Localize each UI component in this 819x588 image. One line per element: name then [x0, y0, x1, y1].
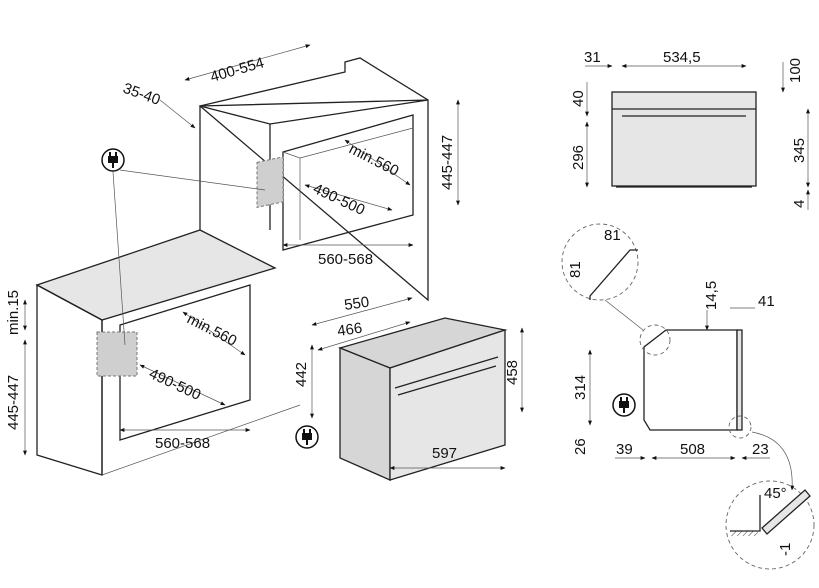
dim-chamfer-w: 81 — [604, 227, 621, 244]
dim-top-clearance: 100 — [787, 58, 804, 83]
dim-top-gap: 14,5 — [703, 281, 720, 310]
dim-oven-depth-body: 466 — [336, 320, 363, 340]
dim-lower-width: 560-568 — [155, 435, 210, 452]
power-plug-icon — [612, 393, 636, 417]
dim-tall-height: 445-447 — [439, 135, 456, 190]
dim-depth: 508 — [680, 441, 705, 458]
dim-tall-inner-height: 490-500 — [310, 180, 367, 219]
dim-side-height: 314 — [572, 375, 589, 400]
dim-door-height: 296 — [570, 145, 587, 170]
dim-oven-body-height: 442 — [293, 362, 310, 387]
dim-lower-min-depth: min.560 — [184, 310, 239, 349]
dim-body-height: 345 — [791, 138, 808, 163]
dim-lower-height: 445-447 — [5, 375, 22, 430]
dim-tolerance: -1 — [777, 543, 794, 556]
dim-oven-front-width: 597 — [432, 445, 457, 462]
dim-tall-min-depth: min.560 — [346, 140, 401, 179]
power-plug-icon — [295, 425, 319, 449]
dim-tall-width: 560-568 — [318, 251, 373, 268]
dim-chamfer-h: 81 — [567, 261, 584, 278]
oven-front-view — [611, 91, 757, 188]
oven-isometric — [337, 317, 508, 481]
dim-depth-range: 400-554 — [208, 54, 266, 86]
dim-oven-front-height: 458 — [504, 360, 521, 385]
dim-handle-width: 534,5 — [663, 49, 701, 66]
dim-bottom-gap: 4 — [791, 200, 808, 208]
dim-angle: 45° — [764, 485, 787, 502]
dim-oven-depth-total: 550 — [343, 294, 370, 314]
dim-lower-inner-height: 490-500 — [146, 365, 203, 404]
under-counter-cabinet — [35, 229, 301, 476]
dimension-lines — [23, 44, 810, 470]
dim-panel-height: 40 — [570, 90, 587, 107]
dim-rear: 39 — [616, 441, 633, 458]
dim-side-offset: 31 — [584, 49, 601, 66]
oven-side-view — [561, 223, 815, 570]
dim-min-gap: min.15 — [5, 290, 22, 335]
power-plug-icon — [101, 148, 125, 172]
tall-column-cabinet — [198, 57, 429, 302]
dim-back-gap: 35-40 — [121, 80, 163, 109]
dim-handle-depth: 41 — [758, 293, 775, 310]
dim-side-bottom: 26 — [572, 438, 589, 455]
dim-front: 23 — [752, 441, 769, 458]
